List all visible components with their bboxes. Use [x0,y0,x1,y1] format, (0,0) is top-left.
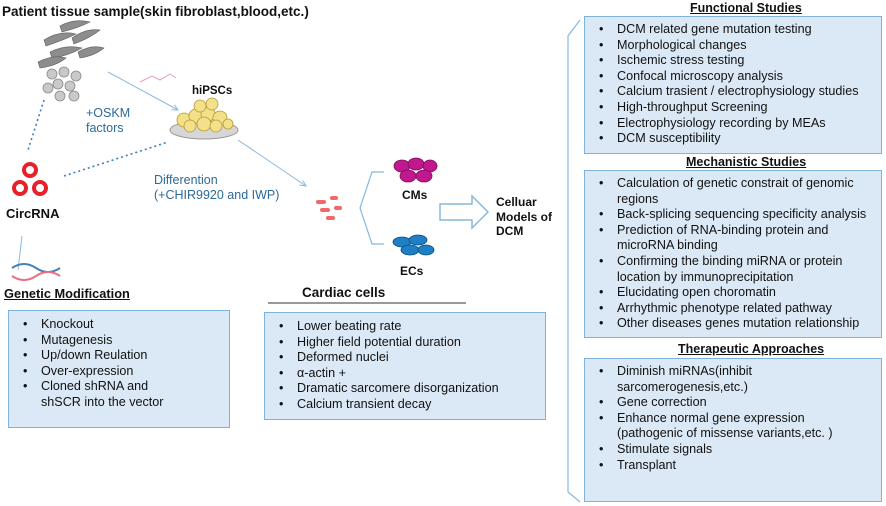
list-item: Morphological changes [595,38,881,54]
functional-studies-box: DCM related gene mutation testing Morpho… [584,16,882,154]
circrna-label: CircRNA [6,206,60,221]
list-item: Knockout [19,317,229,333]
differentiation-label: Differention (+CHIR9920 and IWP) [154,173,279,203]
studies-bracket [567,19,581,503]
to-cellular-models-arrow [439,194,490,230]
list-item: Ischemic stress testing [595,53,881,69]
mechanistic-studies-list: Calculation of genetic constrait of geno… [585,171,881,332]
list-item: Calcium transient decay [275,397,545,413]
circrna-icon [12,162,48,196]
dotted-line-sample-circrna [27,99,45,151]
oskm-line-1: +OSKM [86,106,131,120]
cellular-line-3: DCM [496,224,524,238]
ec-cells-icon [392,234,435,256]
hipsc-dish-icon [169,97,239,140]
list-item: α-actin + [275,366,545,382]
list-item: Mutagenesis [19,333,229,349]
genetic-modification-list: Knockout Mutagenesis Up/down Reulation O… [9,311,229,411]
list-item: Enhance normal gene expression (pathogen… [595,411,857,442]
list-item: Cloned shRNA and shSCR into the vector [19,379,191,410]
list-item: DCM susceptibility [595,131,881,147]
list-item: Electrophysiology recording by MEAs [595,116,881,132]
hipscs-label: hiPSCs [192,85,233,97]
list-item: Up/down Reulation [19,348,229,364]
therapeutic-approaches-title: Therapeutic Approaches [678,342,825,356]
cardiomyocyte-fragments-icon [316,196,342,220]
list-item: Over-expression [19,364,229,380]
therapeutic-approaches-box: Diminish miRNAs(inhibit sarcomerogenesis… [584,358,882,502]
genetic-modification-box: Knockout Mutagenesis Up/down Reulation O… [8,310,230,428]
oskm-label: +OSKM factors [86,106,130,136]
list-item: Transplant [595,458,881,474]
genetic-modification-title: Genetic Modification [4,286,130,301]
mechanistic-studies-box: Calculation of genetic constrait of geno… [584,170,882,338]
ecs-label: ECs [400,264,424,278]
list-item: Confirming the binding miRNA or protein … [595,254,869,285]
list-item: Confocal microscopy analysis [595,69,881,85]
cardiac-cells-box: Lower beating rate Higher field potentia… [264,312,546,420]
cellular-line-1: Celluar [496,195,537,209]
cardiac-cells-list: Lower beating rate Higher field potentia… [265,313,545,413]
list-item: Back-splicing sequencing specificity ana… [595,207,881,223]
list-item: Elucidating open choromatin [595,285,881,301]
therapeutic-approaches-list: Diminish miRNAs(inhibit sarcomerogenesis… [585,359,881,473]
cellular-line-2: Models of [496,209,552,224]
cm-cells-icon [393,157,438,183]
list-item: Deformed nuclei [275,350,545,366]
list-item: Stimulate signals [595,442,881,458]
list-item: Dramatic sarcomere disorganization [275,381,545,397]
arrow-to-hipscs [107,71,178,110]
list-item: Gene correction [595,395,881,411]
dna-icon [11,263,61,281]
mechanistic-studies-title: Mechanistic Studies [686,155,807,169]
list-item: Higher field potential duration [275,335,545,351]
squiggle-mark [139,73,177,83]
functional-studies-list: DCM related gene mutation testing Morpho… [585,17,881,147]
cms-label: CMs [402,188,428,202]
branch-bracket [359,171,384,245]
functional-studies-title: Functional Studies [690,1,802,15]
list-item: Arrhythmic phenotype related pathway [595,301,881,317]
diff-line-1: Differention [154,173,218,187]
cellular-models-label: Celluar Models of DCM [496,195,552,239]
list-item: Calcium trasient / electrophysiology stu… [595,84,881,100]
list-item: Other diseases genes mutation relationsh… [595,316,881,332]
list-item: High-throughput Screening [595,100,881,116]
list-item: DCM related gene mutation testing [595,22,881,38]
list-item: Diminish miRNAs(inhibit sarcomerogenesis… [595,364,827,395]
list-item: Lower beating rate [275,319,545,335]
arrow-to-cardiac [237,139,306,186]
fibroblast-cells-icon [37,20,105,69]
dotted-line-circrna-hipsc [63,141,169,177]
list-item: Calculation of genetic constrait of geno… [595,176,867,207]
page-title: Patient tissue sample(skin fibroblast,bl… [2,4,309,19]
diff-line-2: (+CHIR9920 and IWP) [154,188,280,202]
oskm-line-2: factors [86,121,124,135]
cardiac-cells-title: Cardiac cells [302,285,386,300]
blood-cells-icon [42,66,82,102]
list-item: Prediction of RNA-binding protein and mi… [595,223,857,254]
